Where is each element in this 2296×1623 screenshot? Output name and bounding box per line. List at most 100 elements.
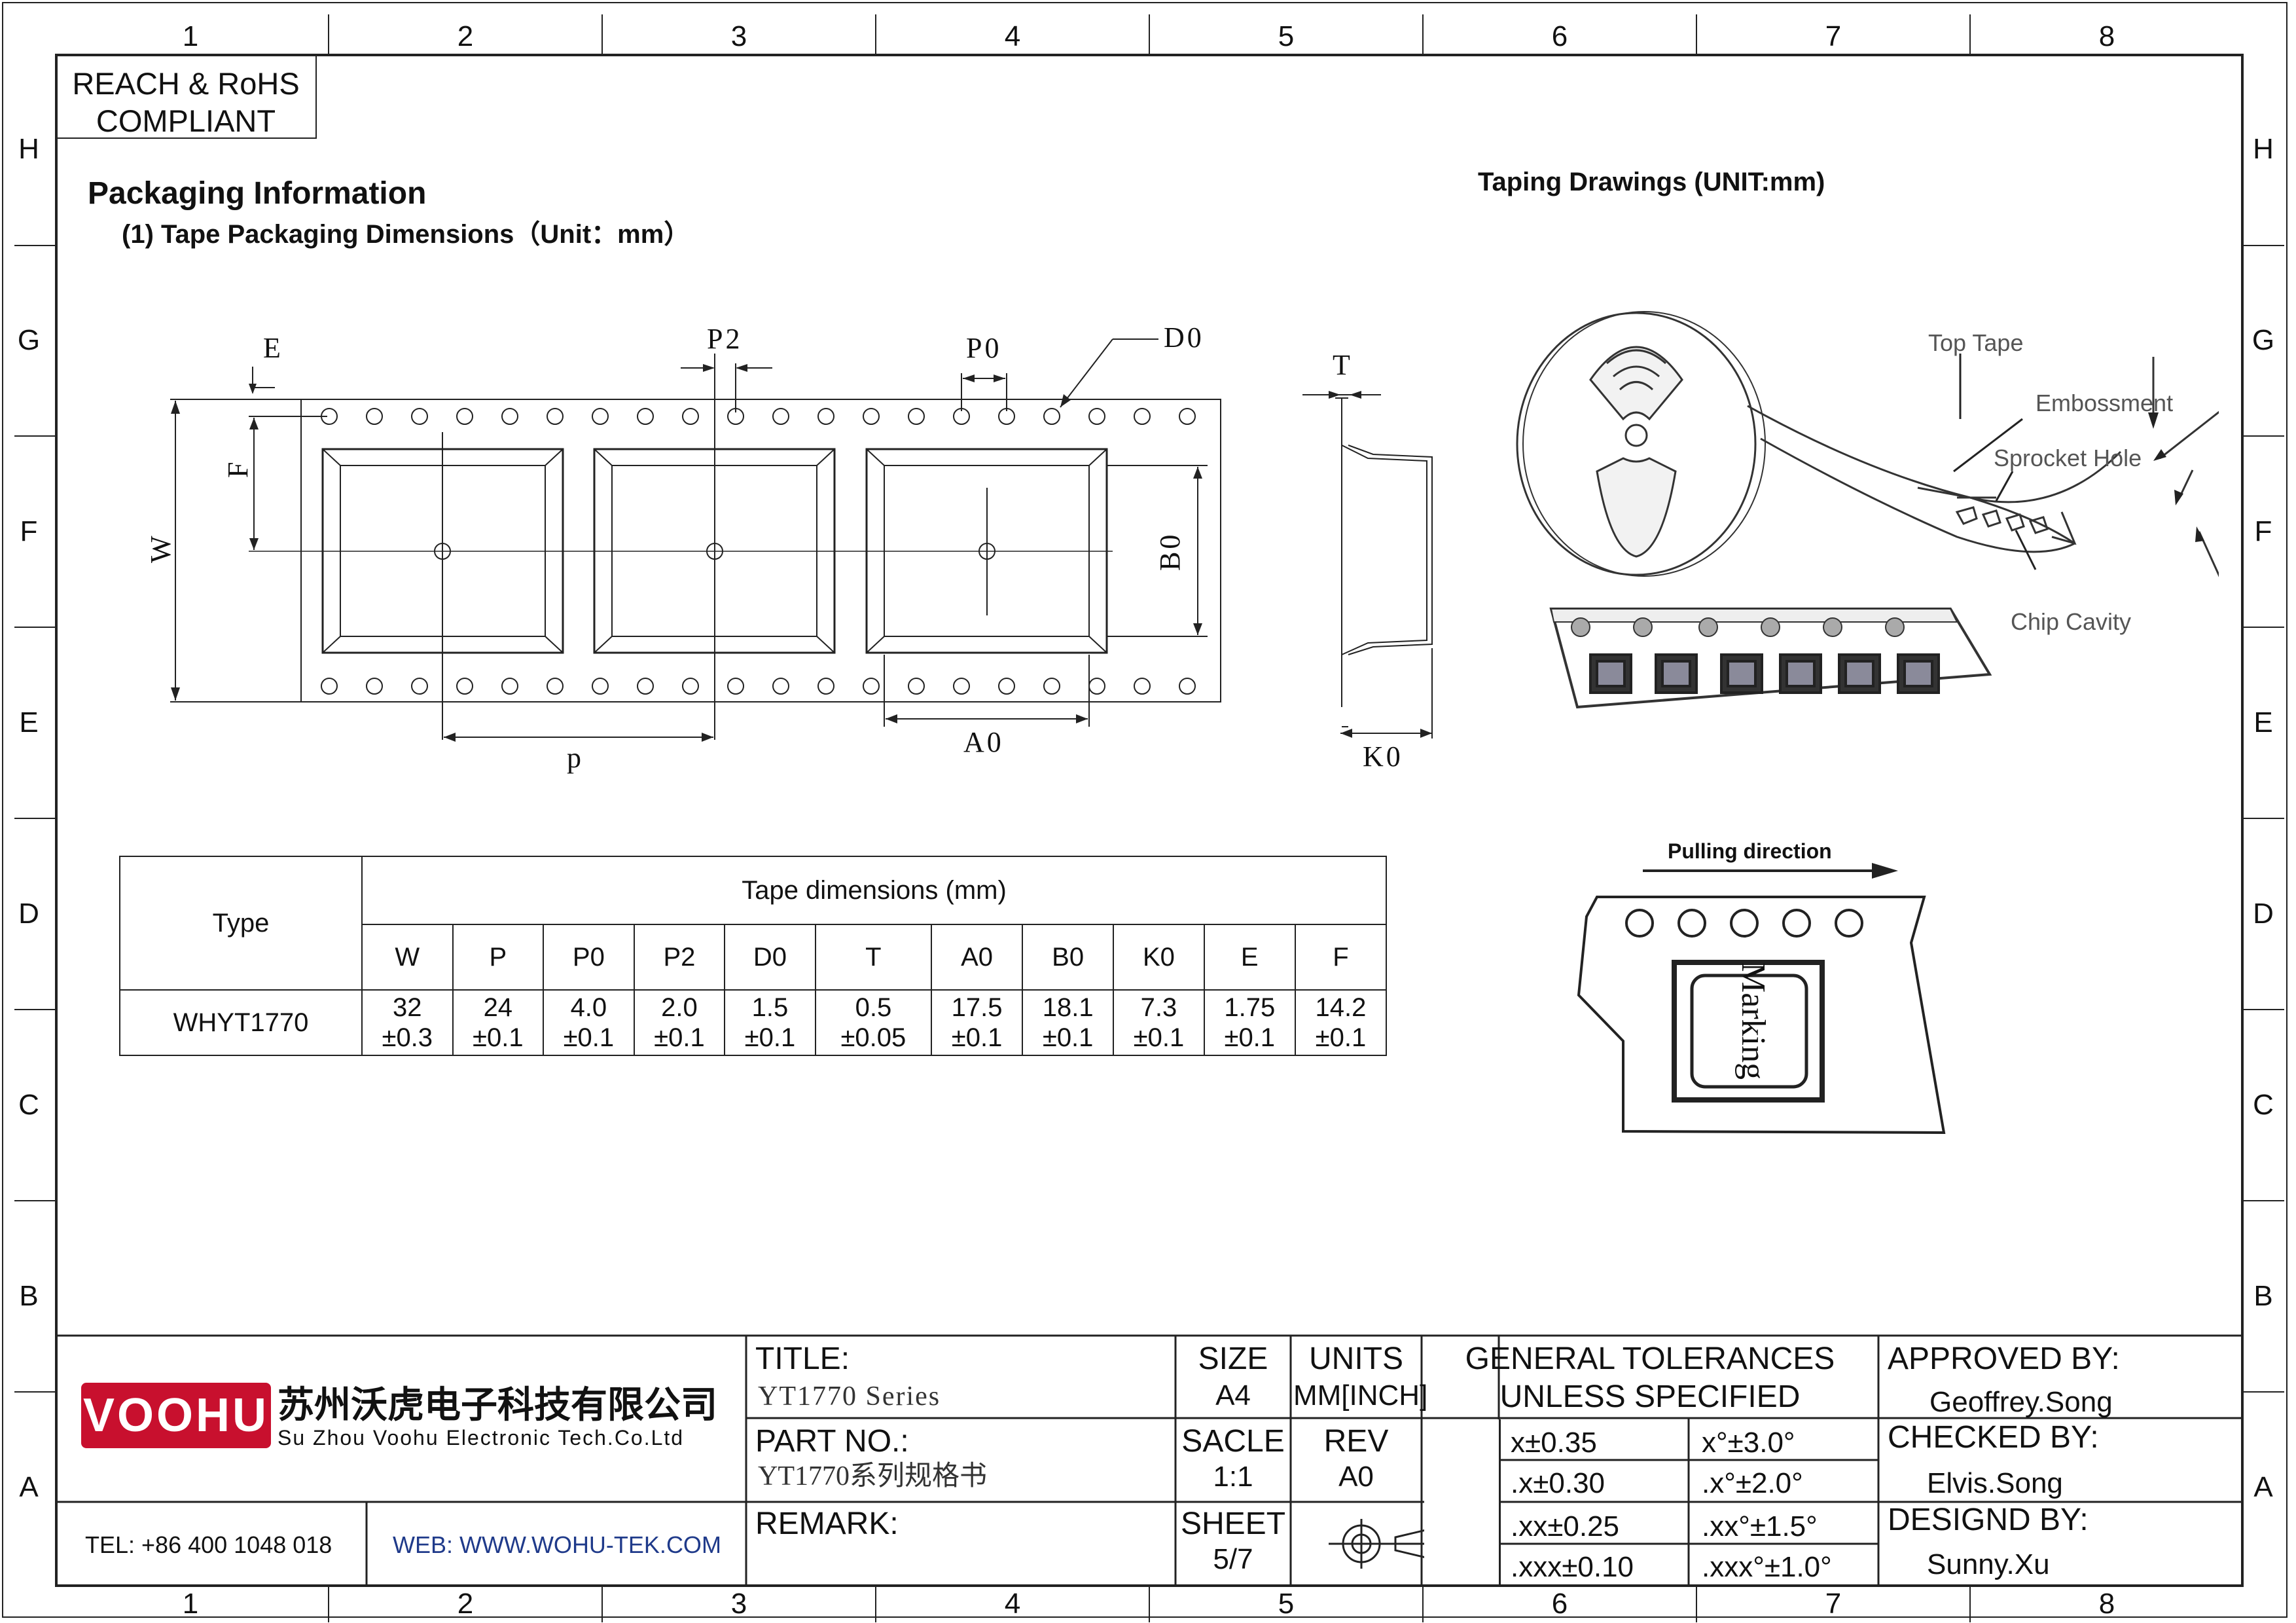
zone-row-b: B (19, 1280, 39, 1312)
label-k0: K0 (1363, 740, 1403, 773)
label-chip-cavity: Chip Cavity (2011, 608, 2132, 635)
table-col-header: B0 (1022, 924, 1115, 991)
cell-tolerance: ±0.1 (951, 1023, 1003, 1052)
tol-angular-1: .x°±2.0° (1702, 1467, 1803, 1499)
tape-dimension-drawing (170, 338, 1433, 742)
table-cell: 24±0.1 (452, 989, 545, 1056)
zone-row-b-right: B (2253, 1280, 2273, 1312)
sheet-label: SHEET (1180, 1506, 1286, 1541)
cell-value: 1.75 (1224, 993, 1276, 1022)
table-col-header: F (1294, 924, 1388, 991)
cell-value: 18.1 (1042, 993, 1094, 1022)
cell-tolerance: ±0.1 (1224, 1023, 1276, 1052)
scale-label: SACLE (1181, 1424, 1285, 1459)
approved-label: APPROVED BY: (1888, 1341, 2120, 1376)
tol-angular-0: x°±3.0° (1702, 1427, 1795, 1459)
checked-value: Elvis.Song (1927, 1467, 2063, 1499)
zone-col-6: 6 (1551, 20, 1568, 52)
cell-tolerance: ±0.1 (1133, 1023, 1185, 1052)
zone-row-h-right: H (2253, 133, 2274, 165)
table-col-header: W (361, 924, 454, 991)
table-col-header: E (1203, 924, 1296, 991)
tolerance-title-2: UNLESS SPECIFIED (1499, 1379, 1801, 1414)
pulling-direction-illustration (1577, 863, 1946, 1135)
units-label: UNITS (1309, 1341, 1403, 1376)
table-cell: 1.5±0.1 (724, 989, 816, 1056)
compliance-line-2: COMPLIANT (96, 103, 276, 138)
table-header-group: Tape dimensions (mm) (361, 856, 1387, 925)
table-cell: 7.3±0.1 (1113, 989, 1205, 1056)
tol-linear-2: .xx±0.25 (1511, 1510, 1620, 1542)
zone-row-h: H (18, 133, 39, 165)
table-cell: 1.75±0.1 (1203, 989, 1296, 1056)
zone-col-7-bottom: 7 (1825, 1588, 1842, 1620)
compliance-line-1: REACH & RoHS (72, 66, 300, 101)
label-p: p (567, 742, 581, 774)
cell-tolerance: ±0.1 (1315, 1023, 1367, 1052)
zone-col-7: 7 (1825, 20, 1842, 52)
label-d0: D0 (1164, 321, 1204, 354)
zone-row-e-right: E (2253, 706, 2273, 739)
label-p2: P2 (707, 323, 743, 355)
cell-value: 1.5 (751, 993, 789, 1022)
table-col-header: P0 (543, 924, 635, 991)
reel-illustration (1516, 311, 2219, 577)
table-row: WHYT1770 32±0.3 24±0.1 4.0±0.1 2.0±0.1 1… (119, 989, 1388, 1056)
cell-value: 2.0 (661, 993, 698, 1022)
zone-col-4-bottom: 4 (1004, 1588, 1021, 1620)
zone-col-8: 8 (2098, 20, 2115, 52)
zone-col-5: 5 (1278, 20, 1295, 52)
tolerance-spacer (1424, 1419, 1501, 1584)
reel-callout-leaders (1953, 354, 2037, 570)
zone-row-g-right: G (2251, 324, 2275, 356)
scale-value: 1:1 (1213, 1461, 1253, 1493)
company-logo: VOOHU (81, 1383, 271, 1448)
table-col-header: K0 (1113, 924, 1205, 991)
title-label: TITLE: (755, 1341, 850, 1376)
zone-row-e: E (19, 706, 39, 739)
cell-value: 7.3 (1140, 993, 1177, 1022)
company-tel: TEL: +86 400 1048 018 (85, 1531, 332, 1558)
remark-label: REMARK: (755, 1506, 899, 1541)
cell-tolerance: ±0.1 (563, 1023, 615, 1052)
label-e: E (263, 332, 281, 364)
designed-label: DESIGND BY: (1888, 1503, 2089, 1537)
label-a0: A0 (963, 726, 1004, 758)
tol-linear-0: x±0.35 (1511, 1427, 1597, 1459)
zone-col-1: 1 (182, 20, 199, 52)
title-value: YT1770 Series (758, 1381, 941, 1412)
cell-value: 4.0 (570, 993, 607, 1022)
zone-col-8-bottom: 8 (2098, 1588, 2115, 1620)
cell-value: 14.2 (1315, 993, 1367, 1022)
table-col-header: P (452, 924, 545, 991)
cell-tolerance: ±0.1 (744, 1023, 796, 1052)
cell-value: 32 (393, 993, 422, 1022)
label-sprocket-hole: Sprocket Hole (1994, 445, 2142, 471)
zone-col-5-bottom: 5 (1278, 1588, 1295, 1620)
company-name-en: Su Zhou Voohu Electronic Tech.Co.Ltd (278, 1426, 685, 1450)
company-website-link[interactable]: WEB: WWW.WOHU-TEK.COM (393, 1531, 721, 1558)
zone-row-f-right: F (2254, 515, 2272, 547)
section-subtitle: (1) Tape Packaging Dimensions（Unit：mm） (122, 220, 691, 249)
table-cell: 17.5±0.1 (931, 989, 1024, 1056)
table-cell: 4.0±0.1 (543, 989, 635, 1056)
zone-row-a-right: A (2253, 1471, 2273, 1503)
table-cell: 14.2±0.1 (1294, 989, 1388, 1056)
section-title: Packaging Information (88, 176, 427, 211)
designed-value: Sunny.Xu (1927, 1548, 2050, 1580)
tol-linear-1: .x±0.30 (1511, 1467, 1605, 1499)
company-name-cn: 苏州沃虎电子科技有限公司 (278, 1384, 717, 1425)
size-label: SIZE (1198, 1341, 1268, 1376)
approved-value: Geoffrey.Song (1929, 1386, 2113, 1418)
cell-tolerance: ±0.1 (654, 1023, 705, 1052)
carrier-strip-illustration (1549, 608, 1992, 709)
zone-row-d-right: D (2253, 898, 2274, 930)
zone-row-a: A (19, 1471, 39, 1503)
checked-label: CHECKED BY: (1888, 1420, 2099, 1455)
zone-col-3-bottom: 3 (730, 1588, 747, 1620)
table-col-header: A0 (931, 924, 1024, 991)
sheet-value: 5/7 (1213, 1543, 1253, 1575)
label-pulling-direction: Pulling direction (1668, 839, 1832, 863)
tol-angular-2: .xx°±1.5° (1702, 1510, 1818, 1542)
zone-row-c: C (18, 1089, 39, 1121)
